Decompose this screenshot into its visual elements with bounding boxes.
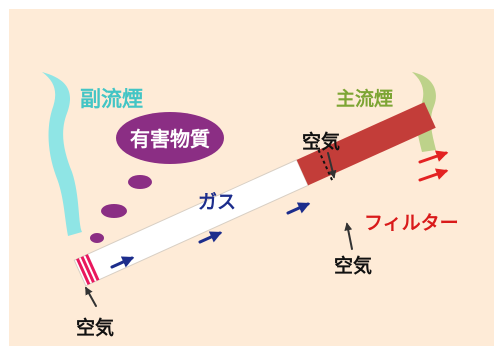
air-arrow-top — [327, 152, 337, 179]
exhaust-arrow — [418, 168, 449, 182]
label-mainstream-smoke: 主流煙 — [336, 87, 393, 110]
flow-arrow — [286, 202, 311, 215]
air-arrow-middle — [344, 222, 353, 250]
burning-tip-band-3 — [85, 254, 100, 281]
small-bubble-2 — [101, 204, 127, 218]
label-gas: ガス — [198, 191, 236, 213]
air-intake-arrows — [85, 152, 353, 307]
small-bubble-3 — [90, 233, 104, 243]
label-sidestream-smoke: 副流煙 — [80, 87, 143, 111]
harmful-substance-bubble — [116, 112, 224, 164]
burning-tip-band-2 — [80, 256, 95, 283]
air-arrow-bottom — [85, 286, 97, 307]
smoke-flow-arrows — [110, 202, 311, 269]
flow-arrow — [198, 231, 223, 244]
exhaust-arrow — [418, 150, 449, 164]
flow-arrow — [110, 256, 135, 269]
exhaust-arrows — [418, 150, 449, 182]
label-air-top: 空気 — [302, 130, 340, 153]
small-bubble-1 — [128, 175, 152, 189]
label-air-bottom: 空気 — [76, 316, 114, 339]
label-filter: フィルター — [364, 212, 459, 234]
label-air-middle: 空気 — [334, 254, 372, 277]
filter-boundary-dashed-line — [315, 144, 334, 182]
label-harmful-substances: 有害物質 — [130, 127, 210, 151]
sidestream-smoke-wisp — [42, 72, 82, 236]
burning-tip-band-1 — [76, 258, 91, 285]
